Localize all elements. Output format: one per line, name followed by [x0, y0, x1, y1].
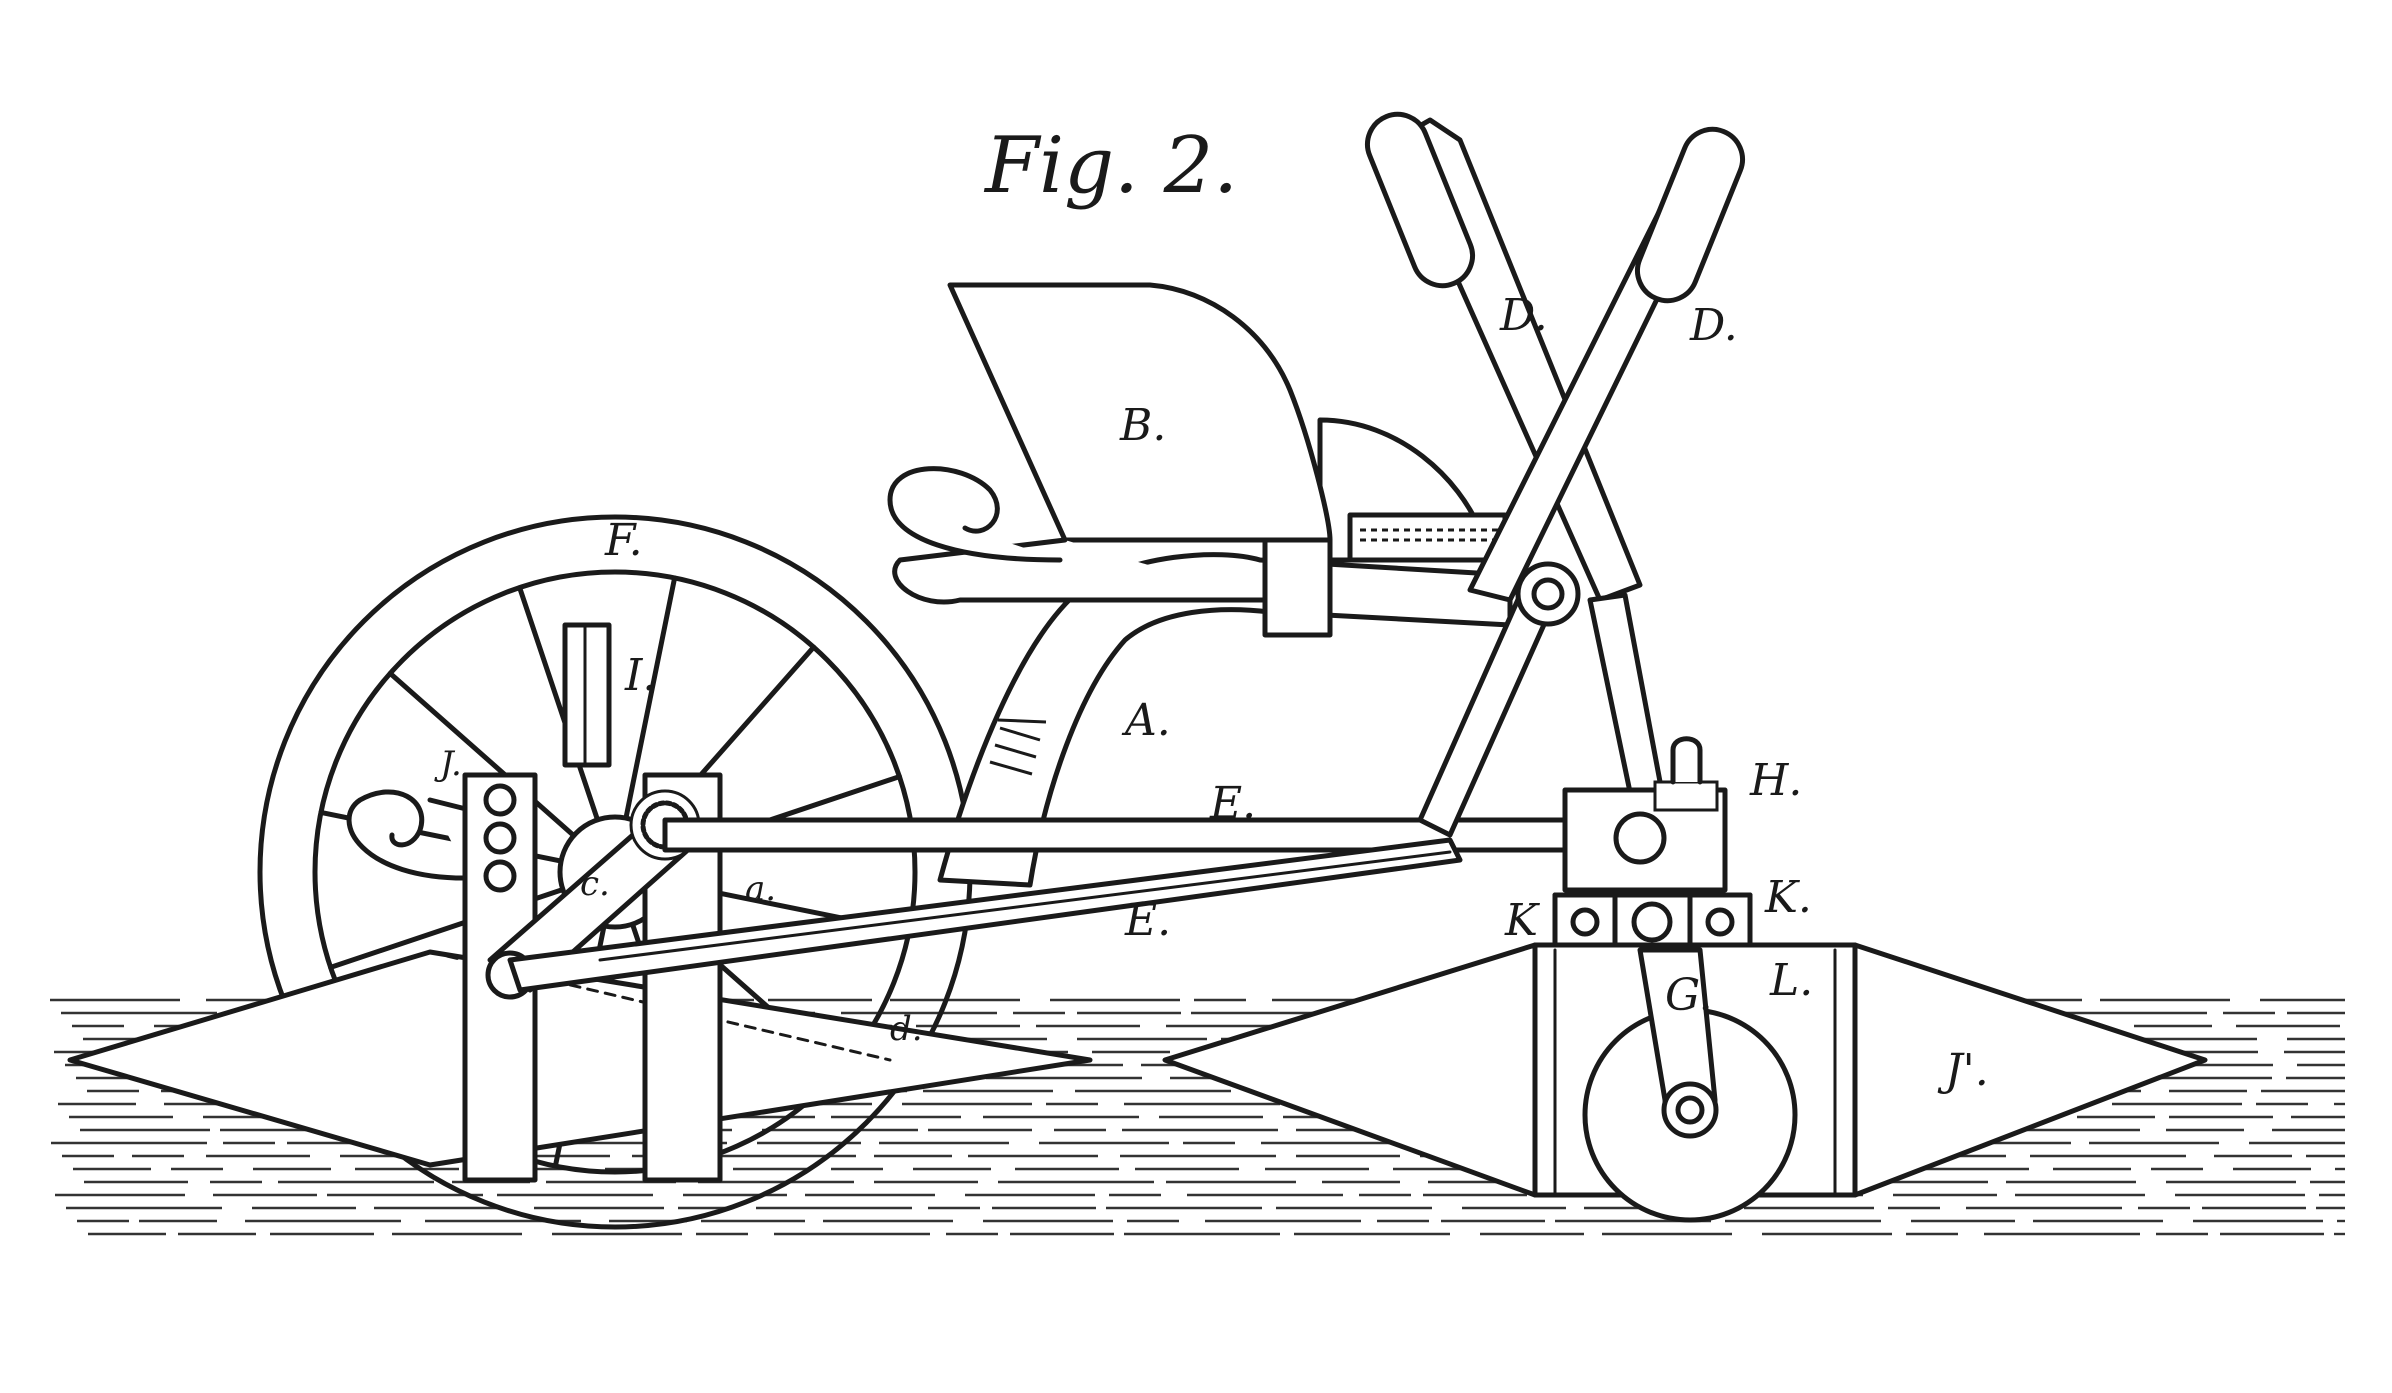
label-d-small: d. [890, 1009, 923, 1049]
label-h: H. [1749, 755, 1802, 806]
label-a-small: a. [745, 869, 776, 909]
label-l: L. [1769, 955, 1813, 1006]
left-share-blade [67, 949, 1093, 1168]
label-j-right: J'. [1937, 1045, 1989, 1096]
label-j-small: J. [434, 744, 462, 784]
label-b: B. [1119, 400, 1166, 451]
vertical-post [562, 622, 612, 768]
left-handle-grip [1365, 111, 1475, 289]
seat [947, 282, 1333, 543]
reference-labels: F. B. D. D. A. I. J. E. E. c. a. d. H. K… [434, 290, 1989, 1096]
connecting-rods [507, 817, 1663, 993]
right-handle-grip [1635, 126, 1745, 304]
frame-beam [937, 552, 1513, 888]
seat-scroll [887, 466, 1063, 563]
figure-title: Fig. 2. [983, 121, 1238, 211]
label-i: I. [624, 650, 656, 701]
hand-levers [1365, 111, 1745, 843]
k-blocks [1552, 892, 1753, 953]
label-k-left: K [1504, 895, 1540, 946]
right-housing [1562, 736, 1728, 893]
label-k-right: K. [1764, 872, 1812, 923]
seat-assembly [887, 282, 1508, 638]
label-g: G. [1665, 970, 1713, 1021]
label-a: A. [1121, 695, 1171, 746]
label-e-upper: E. [1209, 778, 1256, 829]
left-scroll-bracket [346, 789, 473, 881]
label-c: c. [580, 864, 610, 904]
label-e-lower: E. [1124, 895, 1171, 946]
label-d-left: D. [1499, 290, 1548, 341]
wheel-spoke [517, 585, 601, 823]
label-f: F. [604, 515, 643, 566]
label-d-right: D. [1689, 300, 1738, 351]
wheel-spoke [623, 575, 678, 821]
front-wheel [1582, 947, 1798, 1223]
wheel-spoke [387, 670, 577, 839]
